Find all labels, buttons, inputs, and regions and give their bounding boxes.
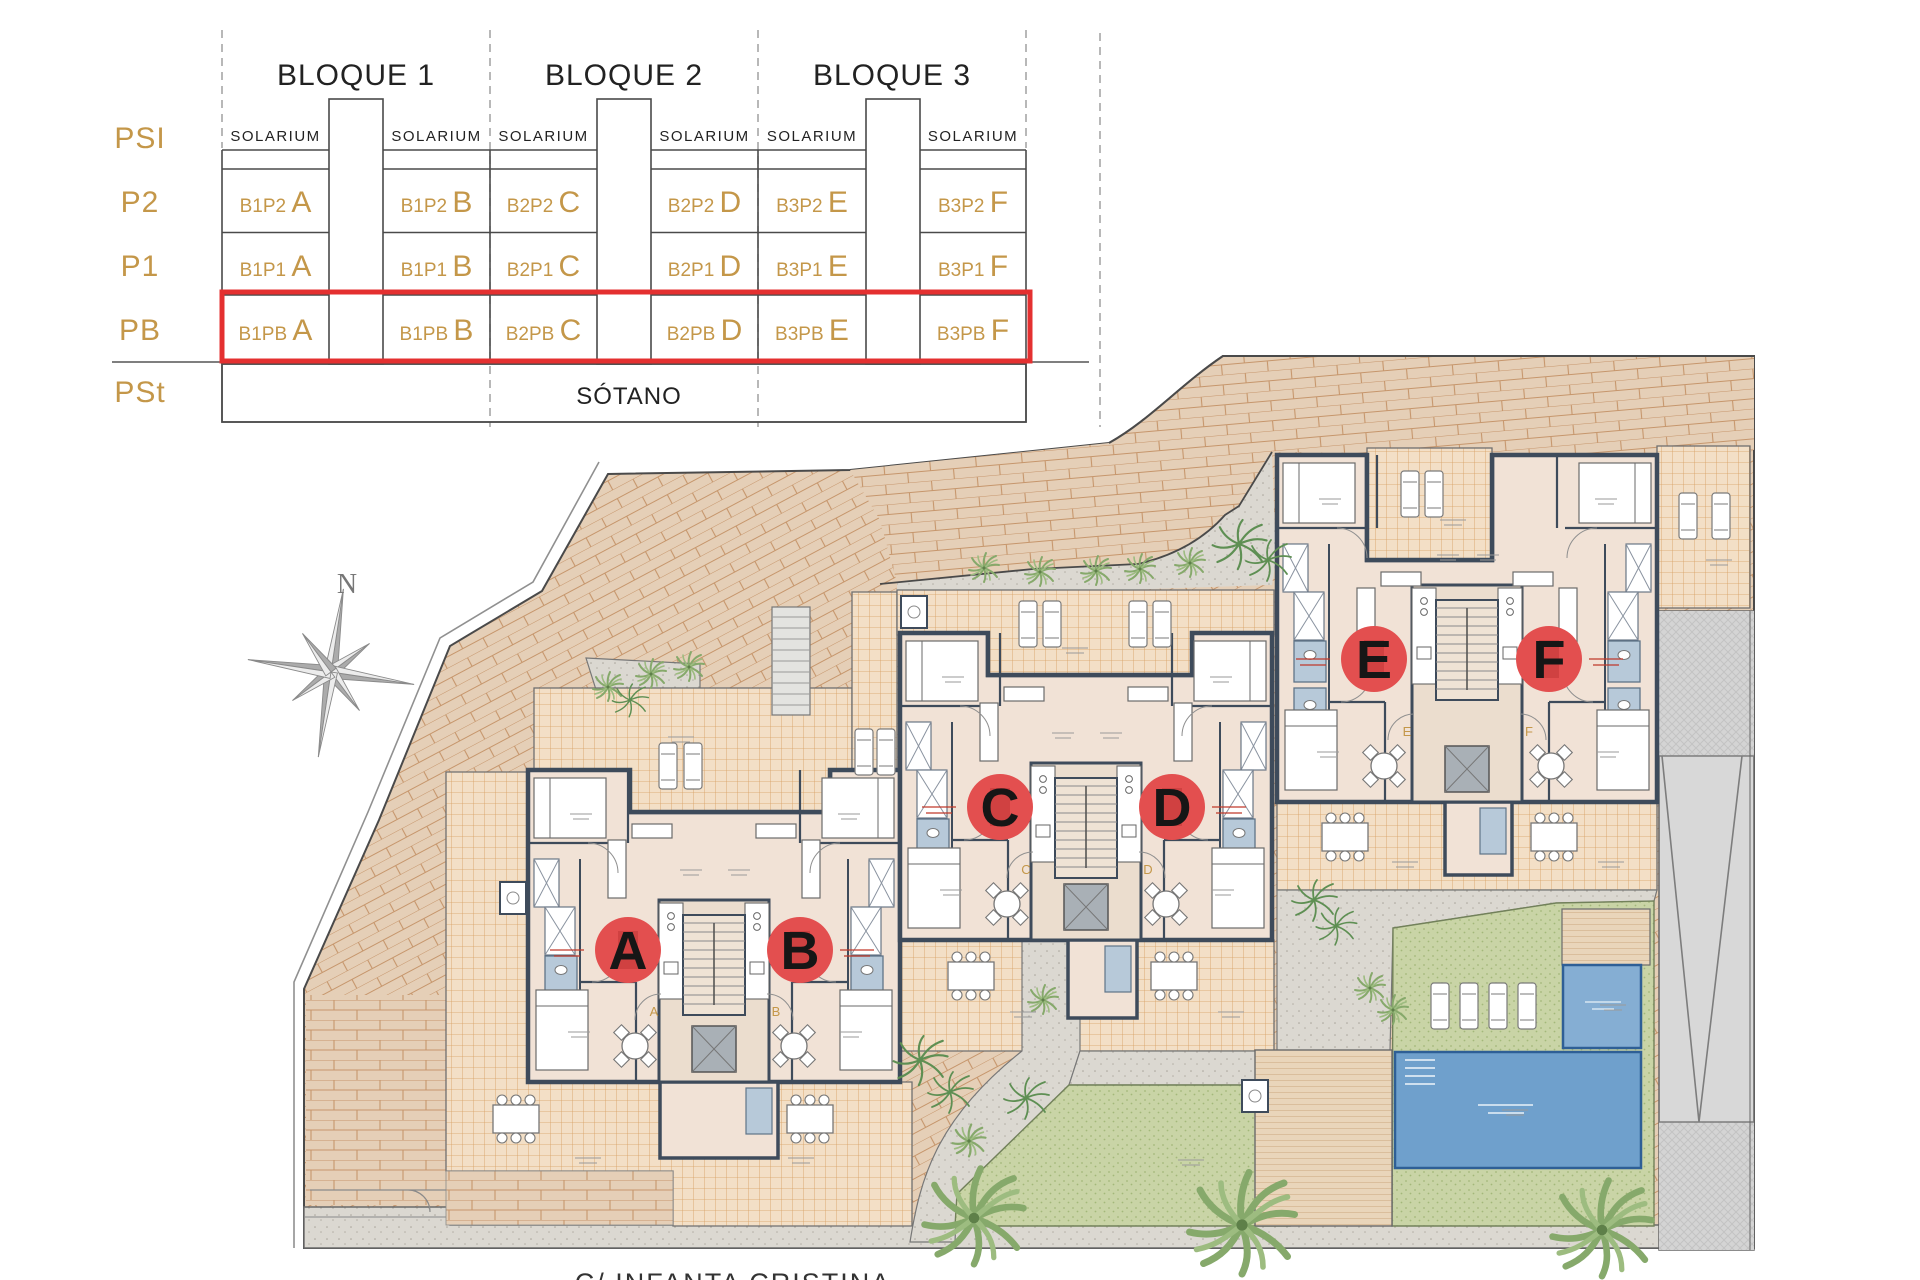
svg-text:BLOQUE 1: BLOQUE 1 (277, 59, 435, 92)
svg-text:B2PB D: B2PB D (667, 314, 743, 347)
svg-text:B3PB F: B3PB F (937, 314, 1009, 347)
svg-text:B3P2 E: B3P2 E (776, 186, 848, 219)
svg-text:SOLARIUM: SOLARIUM (928, 128, 1018, 145)
svg-text:SÓTANO: SÓTANO (576, 383, 682, 410)
svg-text:B3PB E: B3PB E (775, 314, 849, 347)
svg-text:B2P2 D: B2P2 D (668, 186, 741, 219)
svg-text:E: E (1403, 724, 1412, 739)
svg-text:B1P1 A: B1P1 A (240, 250, 312, 283)
svg-text:B1P2 B: B1P2 B (401, 186, 473, 219)
svg-text:A: A (650, 1004, 659, 1019)
svg-text:SOLARIUM: SOLARIUM (230, 128, 320, 145)
svg-text:P1: P1 (121, 250, 160, 283)
svg-text:C/ INFANTA CRISTINA: C/ INFANTA CRISTINA (575, 1268, 892, 1280)
svg-text:D: D (1143, 862, 1152, 877)
svg-text:BLOQUE 3: BLOQUE 3 (813, 59, 971, 92)
svg-text:B1P1 B: B1P1 B (401, 250, 473, 283)
svg-text:E: E (1356, 630, 1392, 690)
svg-text:C: C (1021, 862, 1030, 877)
svg-text:B3P1 F: B3P1 F (938, 250, 1008, 283)
svg-text:BLOQUE 2: BLOQUE 2 (545, 59, 703, 92)
svg-text:B2P1 C: B2P1 C (507, 250, 580, 283)
svg-text:P2: P2 (121, 186, 160, 219)
svg-text:B2P2 C: B2P2 C (507, 186, 580, 219)
svg-text:B: B (772, 1004, 781, 1019)
svg-text:F: F (1533, 630, 1566, 690)
svg-text:F: F (1525, 724, 1533, 739)
svg-text:PB: PB (119, 314, 161, 347)
svg-text:B3P2 F: B3P2 F (938, 186, 1008, 219)
svg-text:B2PB C: B2PB C (506, 314, 582, 347)
svg-text:B2P1 D: B2P1 D (668, 250, 741, 283)
svg-text:A: A (609, 921, 648, 981)
svg-text:SOLARIUM: SOLARIUM (498, 128, 588, 145)
svg-text:SOLARIUM: SOLARIUM (391, 128, 481, 145)
svg-text:D: D (1153, 778, 1192, 838)
svg-text:C: C (981, 778, 1020, 838)
svg-text:B: B (781, 921, 820, 981)
svg-text:B1P2 A: B1P2 A (240, 186, 312, 219)
svg-text:B3P1 E: B3P1 E (776, 250, 848, 283)
svg-text:SOLARIUM: SOLARIUM (659, 128, 749, 145)
svg-text:PSI: PSI (114, 122, 165, 155)
svg-text:PSt: PSt (114, 376, 165, 409)
svg-text:SOLARIUM: SOLARIUM (767, 128, 857, 145)
svg-text:N: N (337, 569, 357, 600)
svg-text:B1PB A: B1PB A (239, 314, 313, 347)
svg-text:B1PB B: B1PB B (400, 314, 474, 347)
